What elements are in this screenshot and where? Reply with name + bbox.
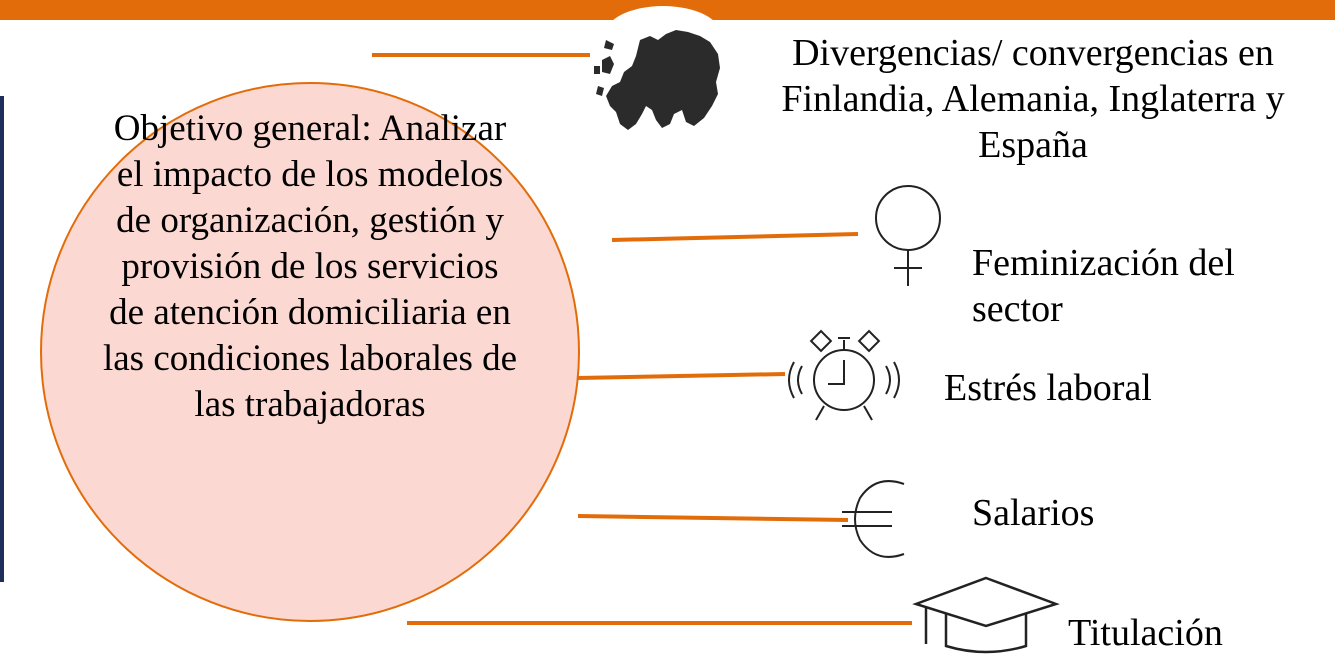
topic-qualification-label: Titulación <box>1068 612 1223 654</box>
connector-salaries <box>577 514 849 522</box>
alarm-clock-icon <box>788 329 900 421</box>
female-symbol-icon <box>875 185 941 286</box>
topic-europe-label: Divergencias/ convergencias en Finlandia… <box>781 32 1285 166</box>
topic-feminization-label: Feminización del sector <box>972 242 1235 330</box>
connector-stress <box>577 372 786 380</box>
objective-text: Objetivo general: Analizar el impacto de… <box>102 108 518 425</box>
connector-feminization <box>611 232 859 242</box>
euro-icon <box>842 480 905 558</box>
objective-circle <box>40 82 580 622</box>
topic-stress-label: Estrés laboral <box>944 367 1152 409</box>
graduation-cap-icon <box>912 576 1060 654</box>
left-vertical-rule <box>0 96 4 582</box>
europe-map-icon <box>594 30 720 130</box>
topic-salaries-label: Salarios <box>972 492 1095 534</box>
